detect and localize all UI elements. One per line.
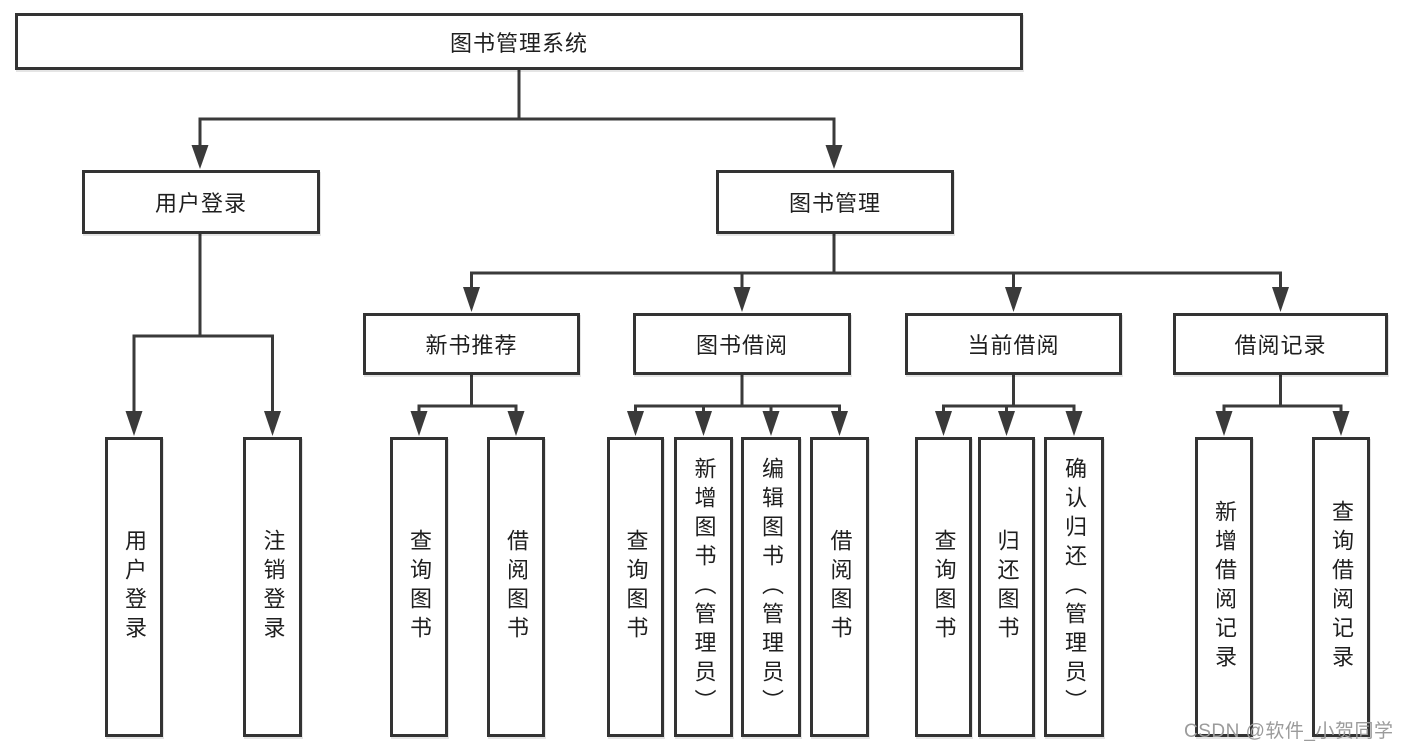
arrowhead-icon (733, 287, 751, 312)
arrowhead-icon (998, 411, 1015, 436)
connector-new-book-recommend-to-leaves (410, 373, 525, 436)
connector-root-to-level2 (191, 68, 843, 169)
node-new-book-recommend-label: 新书推荐 (425, 333, 518, 358)
connector-borrowing-records-to-leaves (1215, 373, 1350, 436)
connector-book-management-to-level3 (463, 232, 1289, 312)
leaf-borrowing-edit-books-label: 编辑图书（管理员） (759, 456, 784, 718)
node-book-management-label: 图书管理 (788, 191, 881, 216)
leaf-records-add-record: 新增借阅记录 (1195, 437, 1253, 737)
node-book-borrowing: 图书借阅 (633, 313, 851, 375)
leaf-borrowing-edit-books: 编辑图书（管理员） (741, 437, 801, 737)
leaf-recommend-borrow-books: 借阅图书 (487, 437, 545, 737)
leaf-current-return-books: 归还图书 (978, 437, 1035, 737)
leaf-borrowing-add-books: 新增图书（管理员） (674, 437, 733, 737)
arrowhead-icon (463, 287, 480, 312)
leaf-logout-label: 注销登录 (260, 529, 286, 645)
arrowhead-icon (264, 411, 281, 436)
leaf-borrowing-borrow-books: 借阅图书 (810, 437, 869, 737)
node-book-management: 图书管理 (716, 170, 954, 234)
arrowhead-icon (831, 411, 848, 436)
leaf-current-query-books: 查询图书 (915, 437, 972, 737)
arrowhead-icon (1005, 287, 1022, 312)
leaf-current-return-books-label: 归还图书 (994, 529, 1020, 645)
leaf-recommend-query-books-label: 查询图书 (407, 529, 432, 645)
arrowhead-icon (191, 145, 209, 169)
arrowhead-icon (1272, 287, 1289, 312)
node-borrowing-records: 借阅记录 (1173, 313, 1388, 375)
arrowhead-icon (762, 411, 780, 436)
leaf-user-login-label: 用户登录 (122, 529, 147, 645)
arrowhead-icon (507, 411, 525, 436)
arrowhead-icon (695, 411, 712, 436)
leaf-recommend-query-books: 查询图书 (390, 437, 448, 737)
connector-user-login-to-leaves (125, 232, 281, 436)
node-root: 图书管理系统 (15, 13, 1023, 70)
leaf-current-confirm-return: 确认归还（管理员） (1044, 437, 1104, 737)
arrowhead-icon (1215, 411, 1233, 436)
node-borrowing-records-label: 借阅记录 (1234, 333, 1327, 358)
leaf-logout: 注销登录 (243, 437, 302, 737)
node-user-login: 用户登录 (82, 170, 320, 234)
arrowhead-icon (1065, 411, 1083, 436)
leaf-borrowing-query-books-label: 查询图书 (623, 529, 649, 645)
leaf-current-query-books-label: 查询图书 (931, 529, 957, 645)
arrowhead-icon (125, 411, 143, 436)
node-user-login-label: 用户登录 (154, 191, 247, 216)
leaf-records-query-record: 查询借阅记录 (1312, 437, 1370, 737)
connector-book-borrowing-to-leaves (627, 373, 848, 436)
leaf-current-confirm-return-label: 确认归还（管理员） (1062, 456, 1087, 718)
leaf-borrowing-borrow-books-label: 借阅图书 (827, 529, 853, 645)
leaf-records-add-record-label: 新增借阅记录 (1212, 500, 1237, 674)
arrowhead-icon (825, 145, 843, 169)
leaf-borrowing-add-books-label: 新增图书（管理员） (691, 456, 717, 718)
csdn-watermark: CSDN @软件_小贺同学 (1184, 721, 1394, 742)
leaf-records-query-record-label: 查询借阅记录 (1329, 500, 1354, 674)
arrowhead-icon (627, 411, 644, 436)
node-new-book-recommend: 新书推荐 (363, 313, 580, 375)
leaf-borrowing-query-books: 查询图书 (607, 437, 664, 737)
node-current-borrowing: 当前借阅 (905, 313, 1122, 375)
arrowhead-icon (935, 411, 952, 436)
leaf-recommend-borrow-books-label: 借阅图书 (504, 529, 529, 645)
node-book-borrowing-label: 图书借阅 (695, 333, 788, 358)
connector-current-borrowing-to-leaves (935, 373, 1083, 436)
arrowhead-icon (410, 411, 428, 436)
node-current-borrowing-label: 当前借阅 (967, 333, 1060, 358)
node-root-label: 图书管理系统 (449, 30, 588, 56)
leaf-user-login: 用户登录 (105, 437, 163, 737)
arrowhead-icon (1332, 411, 1350, 436)
